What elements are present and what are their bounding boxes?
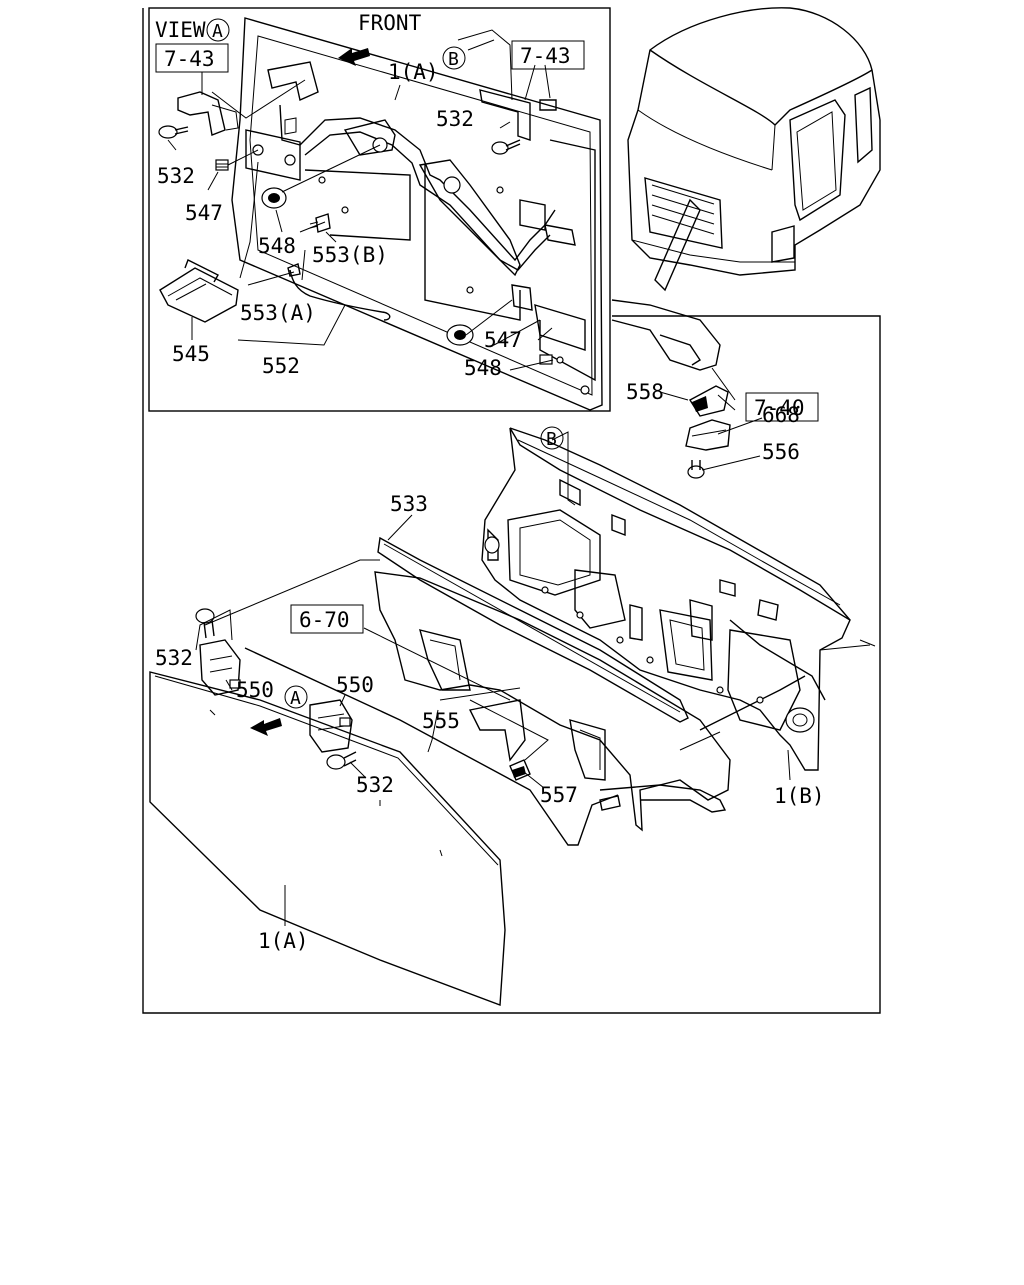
clip-557 <box>509 759 531 781</box>
hood-edge-line <box>204 559 380 626</box>
ref-740: 7-40 <box>754 396 805 420</box>
callout-556: 556 <box>762 440 800 464</box>
main-leader-lines <box>195 367 791 926</box>
grommet-548-right-inset <box>446 324 474 346</box>
callout-545: 545 <box>172 342 210 366</box>
bolt-532-right-inset <box>491 99 557 155</box>
ref-box-right <box>511 40 585 70</box>
ref-box-670 <box>290 604 364 634</box>
marker-a-main: A <box>290 688 301 709</box>
mount-area-top-right <box>611 299 721 371</box>
ref-left: 7-43 <box>164 47 215 71</box>
callout-532-top: 532 <box>155 646 193 670</box>
truck-cab-illustration <box>627 7 881 292</box>
view-a-inset-frame <box>148 7 611 412</box>
ref-670: 6-70 <box>299 608 350 632</box>
clip-558 <box>689 385 729 417</box>
callout-532-left-inset: 532 <box>157 164 195 188</box>
cable-555 <box>244 647 621 846</box>
front-direction-arrow-icon <box>250 718 282 736</box>
callout-532-right-inset: 532 <box>436 107 474 131</box>
callout-1a-inset: 1(A) <box>388 60 439 84</box>
callout-547-right-inset: 547 <box>484 328 522 352</box>
front-panel-1a <box>149 671 506 1006</box>
callout-548-left-inset: 548 <box>258 234 296 258</box>
callout-668: 668 <box>762 403 800 427</box>
bracket-right-inset <box>479 89 531 141</box>
hinge-right-550 <box>309 699 353 753</box>
main-frame <box>142 8 881 1014</box>
callout-532-bottom: 532 <box>356 773 394 797</box>
marker-b-inset-circle <box>442 46 466 70</box>
callout-533: 533 <box>390 492 428 516</box>
callout-557: 557 <box>540 783 578 807</box>
callout-558: 558 <box>626 380 664 404</box>
callout-547-left-inset: 547 <box>185 201 223 225</box>
callout-552: 552 <box>262 354 300 378</box>
ref-right: 7-43 <box>520 44 571 68</box>
bolt-556 <box>687 460 705 479</box>
callout-555: 555 <box>422 709 460 733</box>
callout-553b: 553(B) <box>312 243 388 267</box>
marker-b-inset: B <box>448 49 459 70</box>
hinge-left-550 <box>199 639 241 696</box>
ref-box-left <box>155 43 229 73</box>
bolt-532-left-inset <box>158 125 189 139</box>
grommet-548-left-inset <box>261 187 287 209</box>
panel-rear-view <box>231 17 603 411</box>
marker-b-main-circle <box>540 426 564 450</box>
bracket-668 <box>685 419 731 451</box>
callout-553a: 553(A) <box>240 301 316 325</box>
bolt-532-bottom <box>326 751 357 770</box>
clip-553b-inset <box>309 213 331 233</box>
hood-edge-line-2 <box>679 731 721 751</box>
view-marker-circle <box>206 18 230 42</box>
callout-550-left: 550 <box>236 678 274 702</box>
marker-b-main: B <box>546 429 557 450</box>
nut-547-left-inset <box>215 159 229 171</box>
front-arrow-icon <box>338 48 370 66</box>
frame-555 <box>374 571 731 832</box>
handle-545-inset <box>159 259 239 323</box>
callout-548-right-inset: 548 <box>464 356 502 380</box>
view-marker: A <box>212 21 223 42</box>
front-label: FRONT <box>358 11 422 35</box>
marker-a-main-circle <box>284 685 308 709</box>
nut-547-right-inset <box>539 354 553 365</box>
cowl-panel-assembly <box>481 427 876 771</box>
inset-leader-lines <box>167 29 554 371</box>
ref-box-740 <box>745 392 819 422</box>
callout-1a-main: 1(A) <box>258 929 309 953</box>
callout-550-right: 550 <box>336 673 374 697</box>
molding-533 <box>377 536 689 723</box>
callout-1b: 1(B) <box>774 784 825 808</box>
bracket-left-inset <box>177 91 239 136</box>
view-label: VIEW <box>155 18 206 42</box>
